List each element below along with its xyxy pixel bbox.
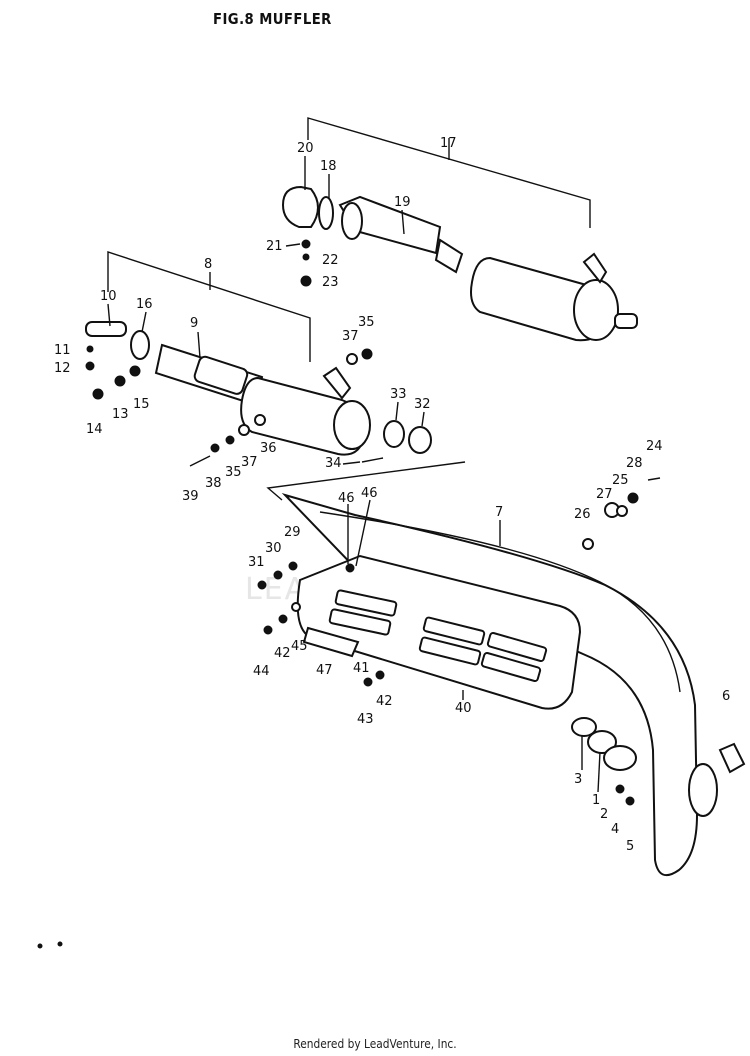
heat-guard — [257, 554, 582, 710]
callout-4: 4 — [611, 822, 619, 837]
callout-47: 47 — [316, 663, 333, 678]
callout-18: 18 — [320, 159, 337, 174]
callout-44: 44 — [253, 664, 270, 679]
callout-3: 3 — [574, 772, 582, 787]
callout-19: 19 — [394, 195, 411, 210]
callout-42-right: 42 — [376, 694, 393, 709]
callout-9: 9 — [190, 316, 198, 331]
callout-16: 16 — [136, 297, 153, 312]
callout-13: 13 — [112, 407, 129, 422]
bracket-8 — [107, 251, 311, 362]
callout-6: 6 — [722, 689, 730, 704]
callout-39: 39 — [182, 489, 199, 504]
callout-32: 32 — [414, 397, 431, 412]
footer-credit: Rendered by LeadVenture, Inc. — [293, 1036, 457, 1051]
callout-11: 11 — [54, 343, 71, 358]
callout-36: 36 — [260, 441, 277, 456]
callout-21: 21 — [266, 239, 283, 254]
callout-23: 23 — [322, 275, 339, 290]
callout-12: 12 — [54, 361, 71, 376]
callout-46-right: 46 — [361, 486, 378, 501]
callout-10: 10 — [100, 289, 117, 304]
callout-27: 27 — [596, 487, 613, 502]
callout-labels: 1 2 3 4 5 6 7 8 9 10 11 12 13 14 15 16 1… — [54, 136, 730, 854]
callout-25: 25 — [612, 473, 629, 488]
callout-33: 33 — [390, 387, 407, 402]
callout-34: 34 — [325, 456, 342, 471]
callout-28: 28 — [626, 456, 643, 471]
callout-46-left: 46 — [338, 491, 355, 506]
callout-5: 5 — [626, 839, 634, 854]
callout-42-left: 42 — [274, 646, 291, 661]
callout-17: 17 — [440, 136, 457, 151]
callout-7: 7 — [495, 505, 503, 520]
callout-45: 45 — [291, 639, 308, 654]
callout-1: 1 — [592, 793, 600, 808]
callout-30: 30 — [265, 541, 282, 556]
figure-title: FIG.8 MUFFLER — [213, 10, 332, 28]
leader-lines — [107, 156, 601, 793]
callout-29: 29 — [284, 525, 301, 540]
callout-35-top: 35 — [358, 315, 375, 330]
expansion-chamber — [266, 461, 746, 877]
callout-14: 14 — [86, 422, 103, 437]
callout-40: 40 — [455, 701, 472, 716]
callout-31: 31 — [248, 555, 265, 570]
callout-43: 43 — [357, 712, 374, 727]
tail-gaskets — [37, 477, 661, 949]
callout-24: 24 — [646, 439, 663, 454]
callout-37-top: 37 — [342, 329, 359, 344]
callout-22: 22 — [322, 253, 339, 268]
silencer-upper — [281, 185, 638, 342]
bracket-17 — [307, 117, 591, 228]
callout-15: 15 — [133, 397, 150, 412]
callout-2: 2 — [600, 807, 608, 822]
callout-20: 20 — [297, 141, 314, 156]
silencer-lower — [85, 321, 432, 467]
callout-8: 8 — [204, 257, 212, 272]
callout-35-bottom: 35 — [225, 465, 242, 480]
callout-41: 41 — [353, 661, 370, 676]
callout-37-bottom: 37 — [241, 455, 258, 470]
callout-26: 26 — [574, 507, 591, 522]
callout-38: 38 — [205, 476, 222, 491]
